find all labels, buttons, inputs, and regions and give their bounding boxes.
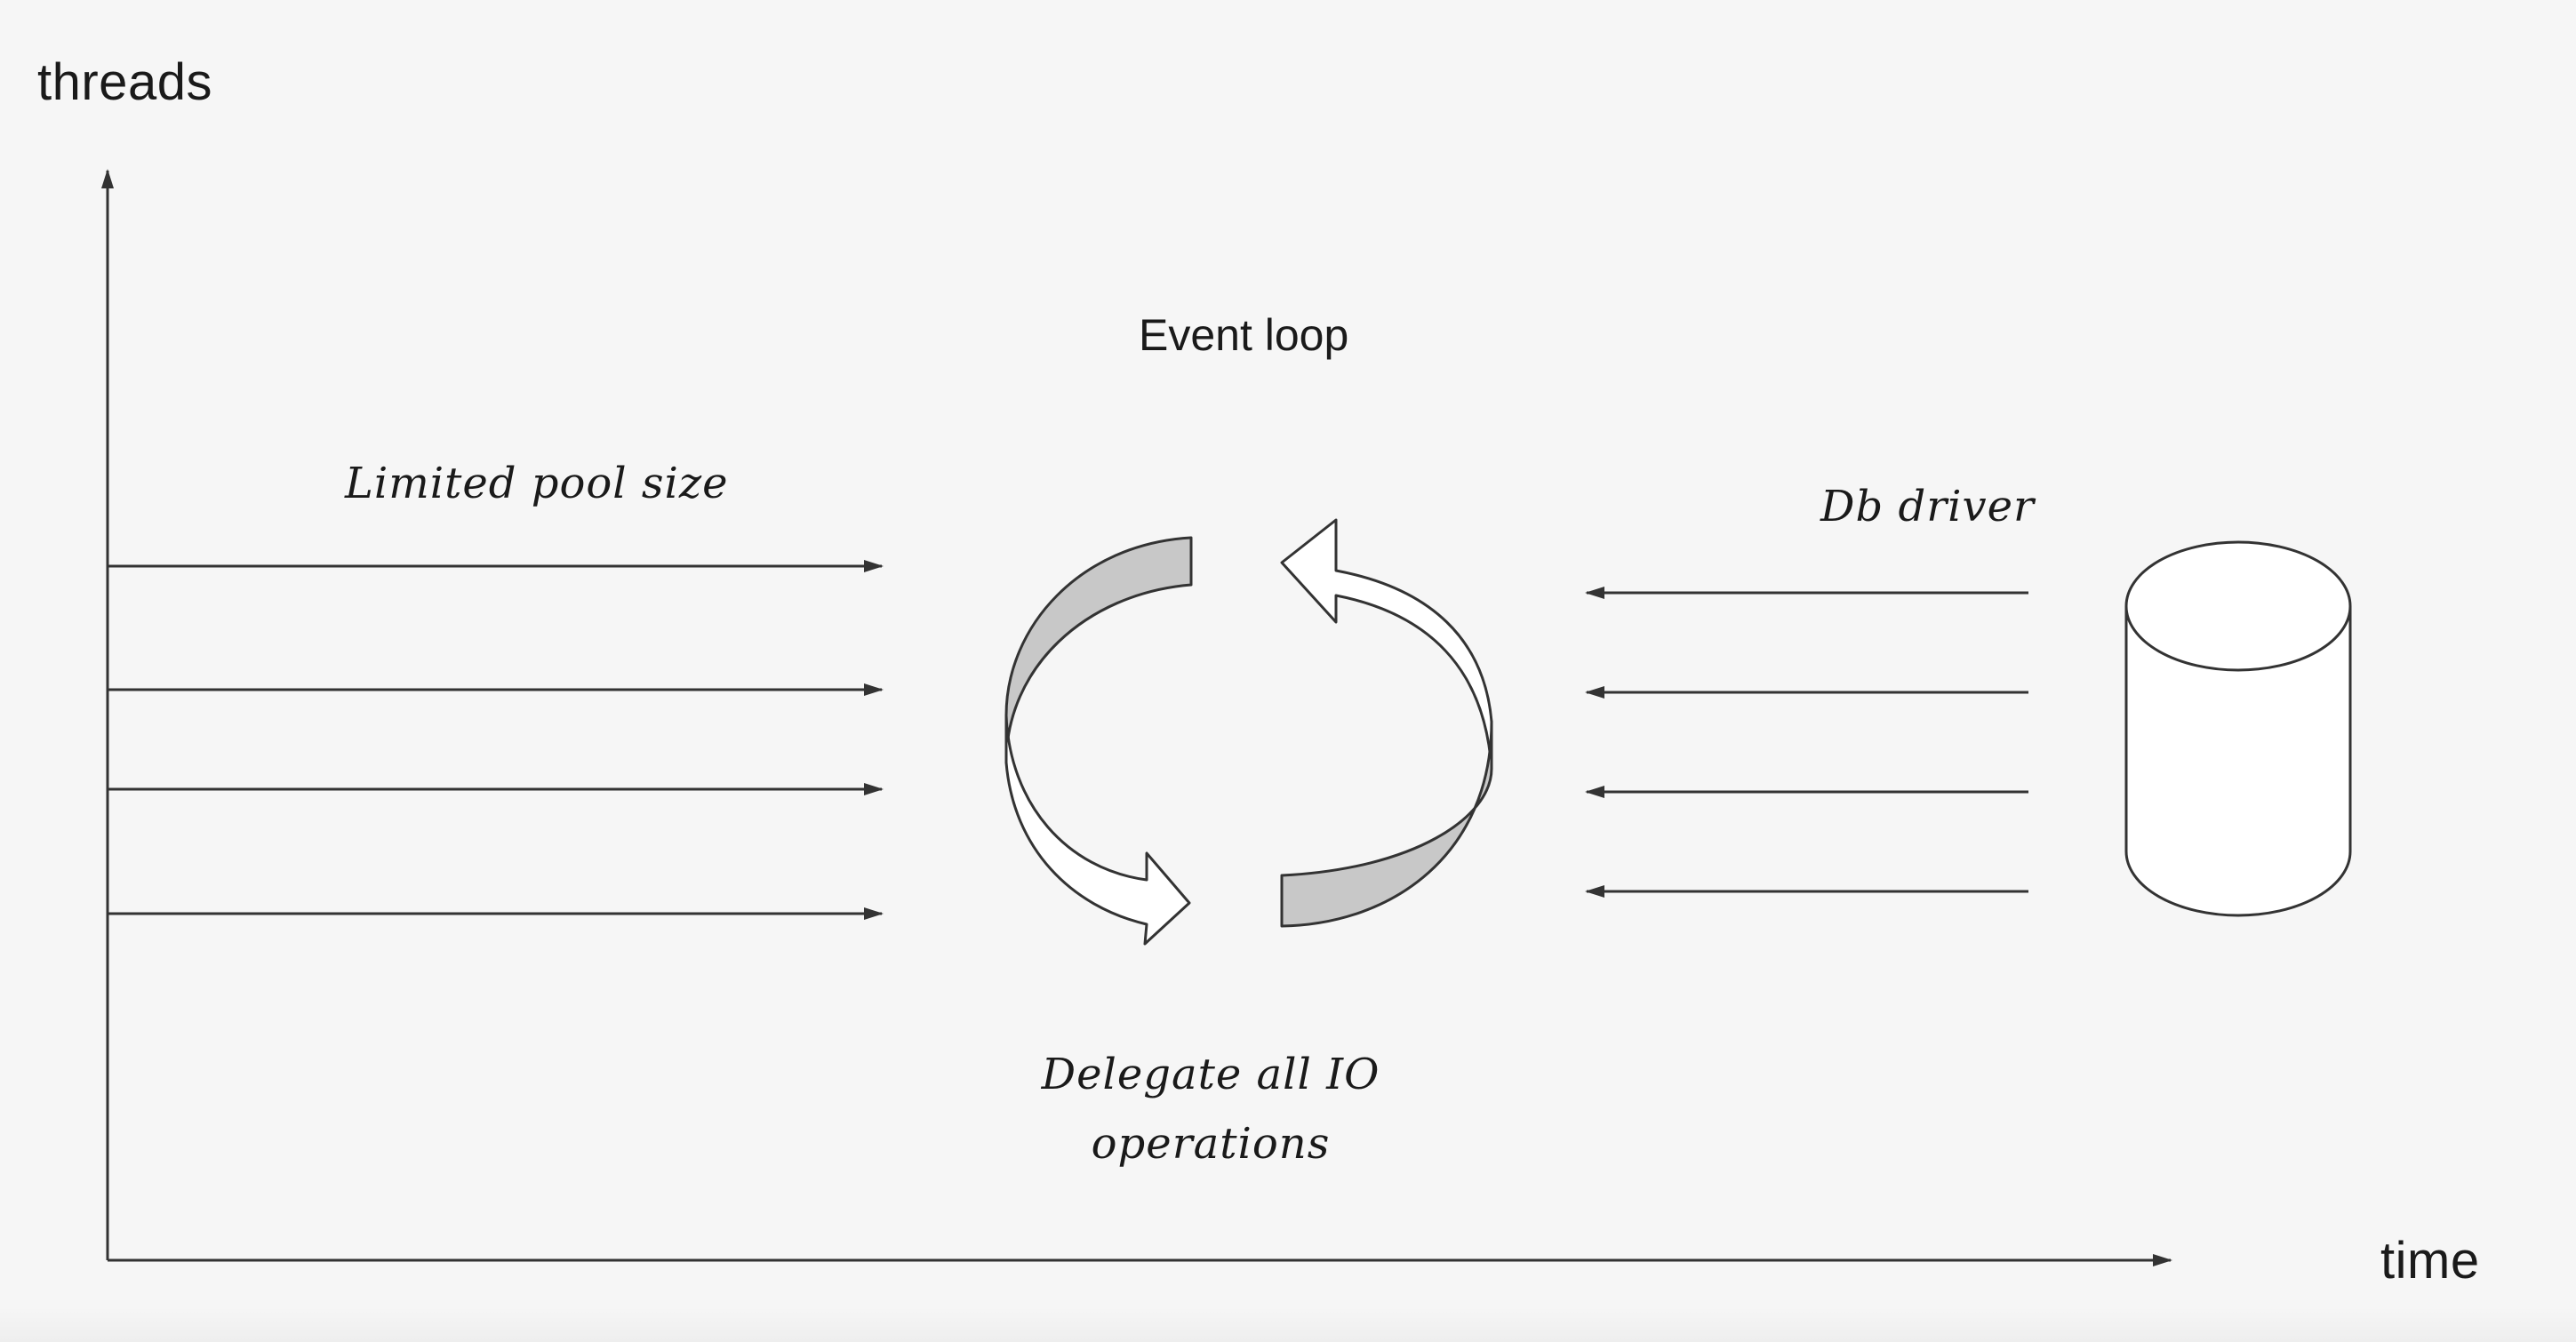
db-driver-label: Db driver [1820, 482, 2035, 531]
event-loop-label: Event loop [1139, 310, 1349, 360]
database-cylinder-icon [2124, 540, 2352, 917]
loop-band-lower-right [1280, 720, 1493, 928]
delegate-io-label: Delegate all IO operations [1041, 1050, 1380, 1169]
loop-arrow-upper-right [1280, 518, 1493, 771]
db-top [2124, 540, 2352, 672]
y-axis-label: threads [37, 53, 212, 111]
bottom-shade [0, 1306, 2576, 1342]
circular-arrows-icon [1004, 518, 1493, 946]
driver-arrows [1585, 587, 2028, 898]
x-axis-label: time [2380, 1232, 2480, 1290]
pool-size-label: Limited pool size [345, 459, 729, 508]
thread-arrows [108, 560, 884, 920]
db-body [2124, 606, 2352, 917]
loop-band-upper-left-shape [1004, 536, 1193, 764]
loop-arrow-lower-left [1004, 714, 1191, 946]
